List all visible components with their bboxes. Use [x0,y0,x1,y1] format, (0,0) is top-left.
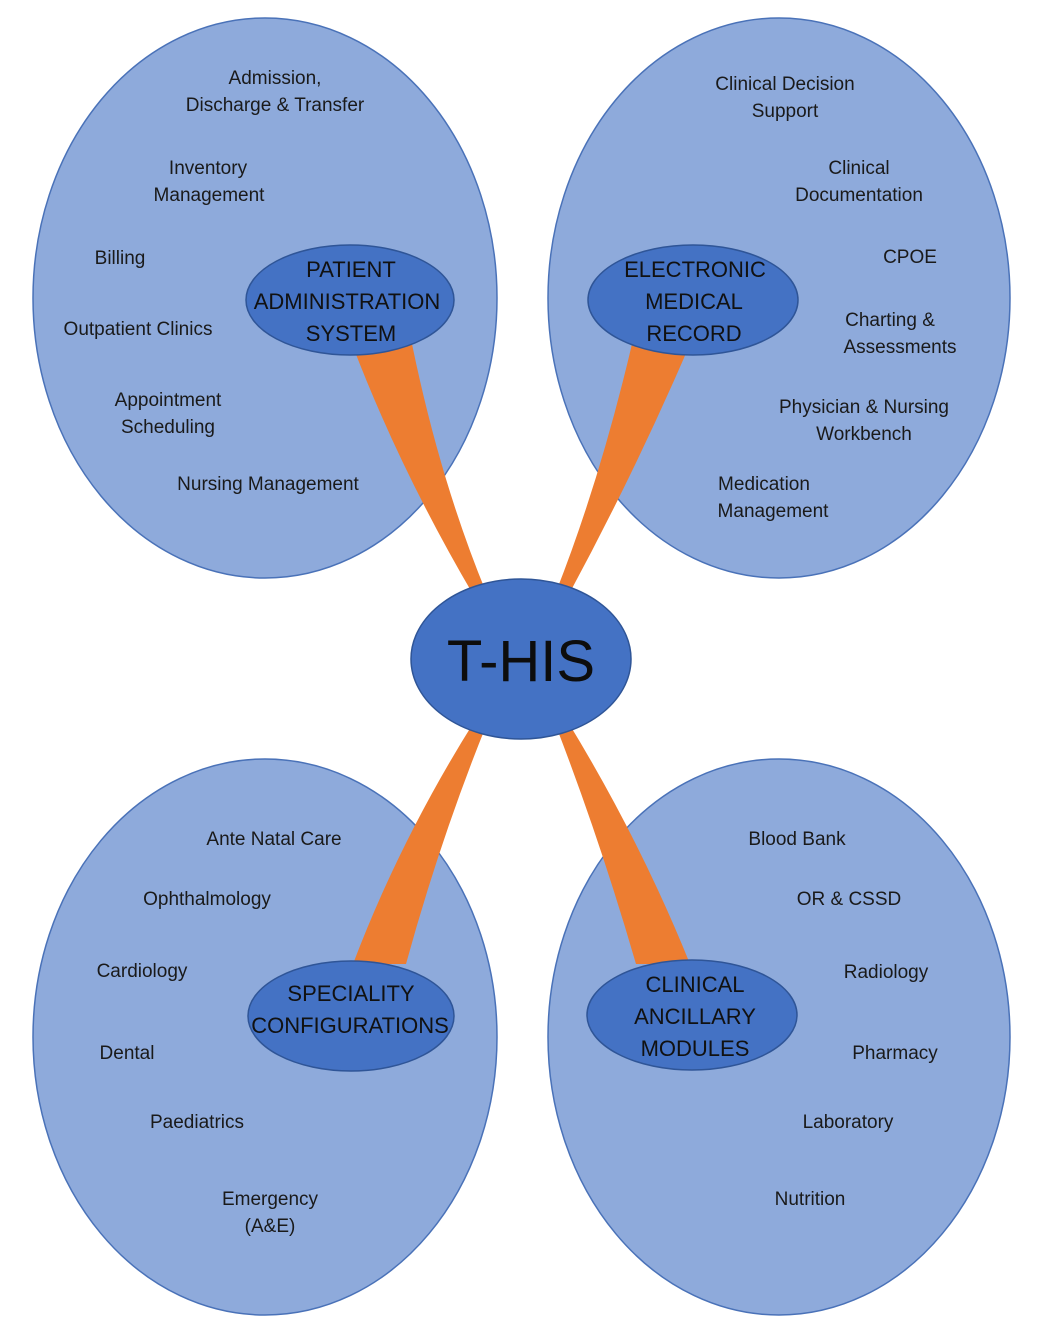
module-item: Management [154,185,266,206]
module-item: Support [752,101,819,122]
module-item: Pharmacy [852,1043,938,1064]
module-item: Outpatient Clinics [64,319,213,340]
items-patient-administration: Admission, Discharge & Transfer Inventor… [64,68,365,495]
hub-line: CONFIGURATIONS [251,1013,449,1038]
connector-patient-administration [352,344,486,596]
module-item: Physician & Nursing [779,397,949,418]
module-item: Radiology [844,962,929,983]
module-item: Clinical Decision [715,74,854,95]
hub-electronic-medical-record [587,244,799,356]
connector-clinical-ancillary-modules [556,722,690,964]
center-label: T-HIS [447,629,595,694]
module-item: (A&E) [245,1216,296,1237]
items-clinical-ancillary-modules: Blood Bank OR & CSSD Radiology Pharmacy … [748,829,938,1210]
items-speciality-configurations: Ante Natal Care Ophthalmology Cardiology… [97,829,342,1237]
hub-label-clinical-ancillary-modules: CLINICAL ANCILLARY MODULES [634,972,756,1061]
module-item: Nutrition [775,1189,846,1210]
module-item: Appointment [115,390,222,411]
hub-line: RECORD [646,321,741,346]
module-item: Management [718,501,830,522]
hub-line: ANCILLARY [634,1004,756,1029]
module-item: Billing [95,248,146,269]
module-item: CPOE [883,247,937,268]
module-item: Discharge & Transfer [186,95,365,116]
hub-clinical-ancillary-modules [586,959,798,1071]
hub-line: ADMINISTRATION [254,289,441,314]
hub-line: SYSTEM [306,321,396,346]
module-item: Ante Natal Care [206,829,341,850]
center-node [410,578,632,740]
module-item: Dental [100,1043,155,1064]
hub-label-electronic-medical-record: ELECTRONIC MEDICAL RECORD [624,257,766,346]
hub-line: MEDICAL [645,289,743,314]
connector-electronic-medical-record [556,344,690,596]
module-item: Workbench [816,424,912,445]
hub-line: CLINICAL [645,972,744,997]
module-item: OR & CSSD [797,889,902,910]
module-item: Documentation [795,185,923,206]
hub-line: MODULES [641,1036,750,1061]
module-item: Ophthalmology [143,889,271,910]
module-item: Clinical [828,158,889,179]
module-item: Laboratory [803,1112,894,1133]
hub-patient-administration [245,244,455,356]
items-electronic-medical-record: Clinical Decision Support Clinical Docum… [715,74,956,522]
hub-line: PATIENT [306,257,396,282]
hub-label-speciality-configurations: SPECIALITY CONFIGURATIONS [251,981,449,1038]
hub-line: ELECTRONIC [624,257,766,282]
hub-line: SPECIALITY [287,981,414,1006]
module-item: Admission, [229,68,322,89]
connector-speciality-configurations [353,722,486,964]
module-item: Emergency [222,1189,319,1210]
hub-speciality-configurations [247,960,455,1072]
module-item: Inventory [169,158,248,179]
module-item: Blood Bank [748,829,846,850]
module-item: Assessments [844,337,957,358]
module-item: Medication [718,474,810,495]
hub-label-patient-administration: PATIENT ADMINISTRATION SYSTEM [254,257,441,346]
module-item: Cardiology [97,961,188,982]
module-item: Charting & [845,310,935,331]
module-item: Nursing Management [177,474,359,495]
module-item: Paediatrics [150,1112,244,1133]
module-item: Scheduling [121,417,215,438]
